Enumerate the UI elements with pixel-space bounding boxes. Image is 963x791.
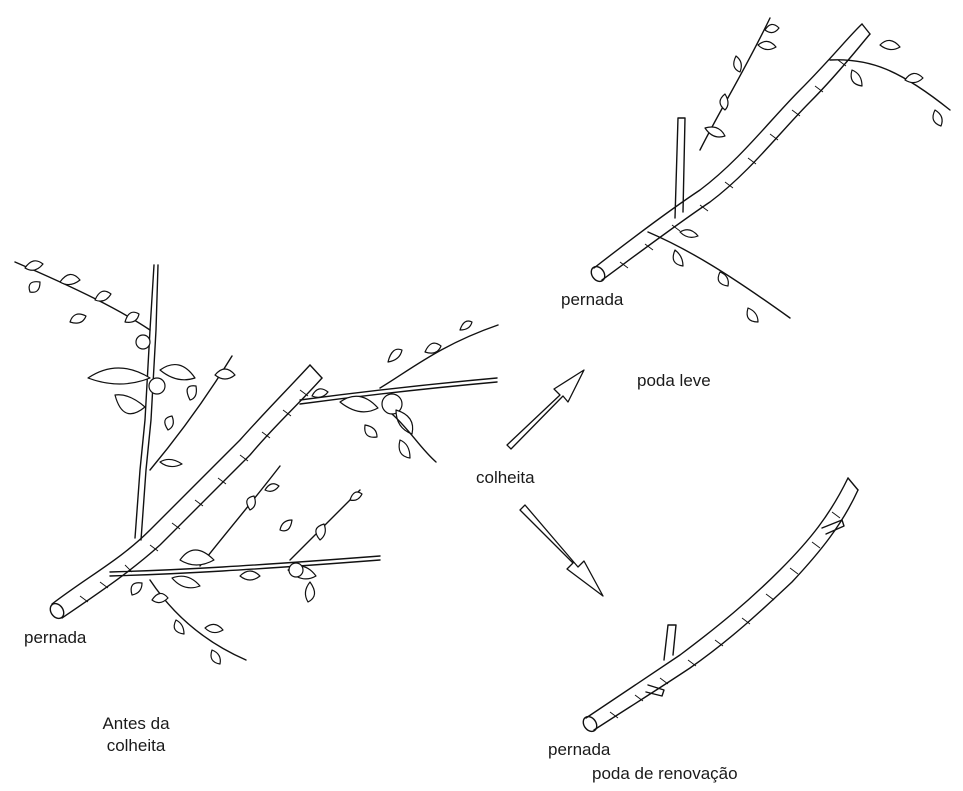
harvest-label: colheita (476, 468, 535, 488)
arrow-to-renewal-pruning (520, 505, 603, 596)
before-caption-line2: colheita (96, 736, 176, 756)
renewal-branch-label: pernada (548, 740, 610, 760)
renewal-caption: poda de renovação (592, 764, 738, 784)
before-branch-label: pernada (24, 628, 86, 648)
arrow-to-light-pruning (507, 370, 584, 449)
light-caption: poda leve (637, 371, 711, 391)
branch-light-pruning (588, 18, 950, 322)
branch-before-harvest (15, 261, 498, 664)
before-caption-line1: Antes da (96, 714, 176, 734)
light-branch-label: pernada (561, 290, 623, 310)
branch-renewal-pruning (580, 478, 858, 734)
